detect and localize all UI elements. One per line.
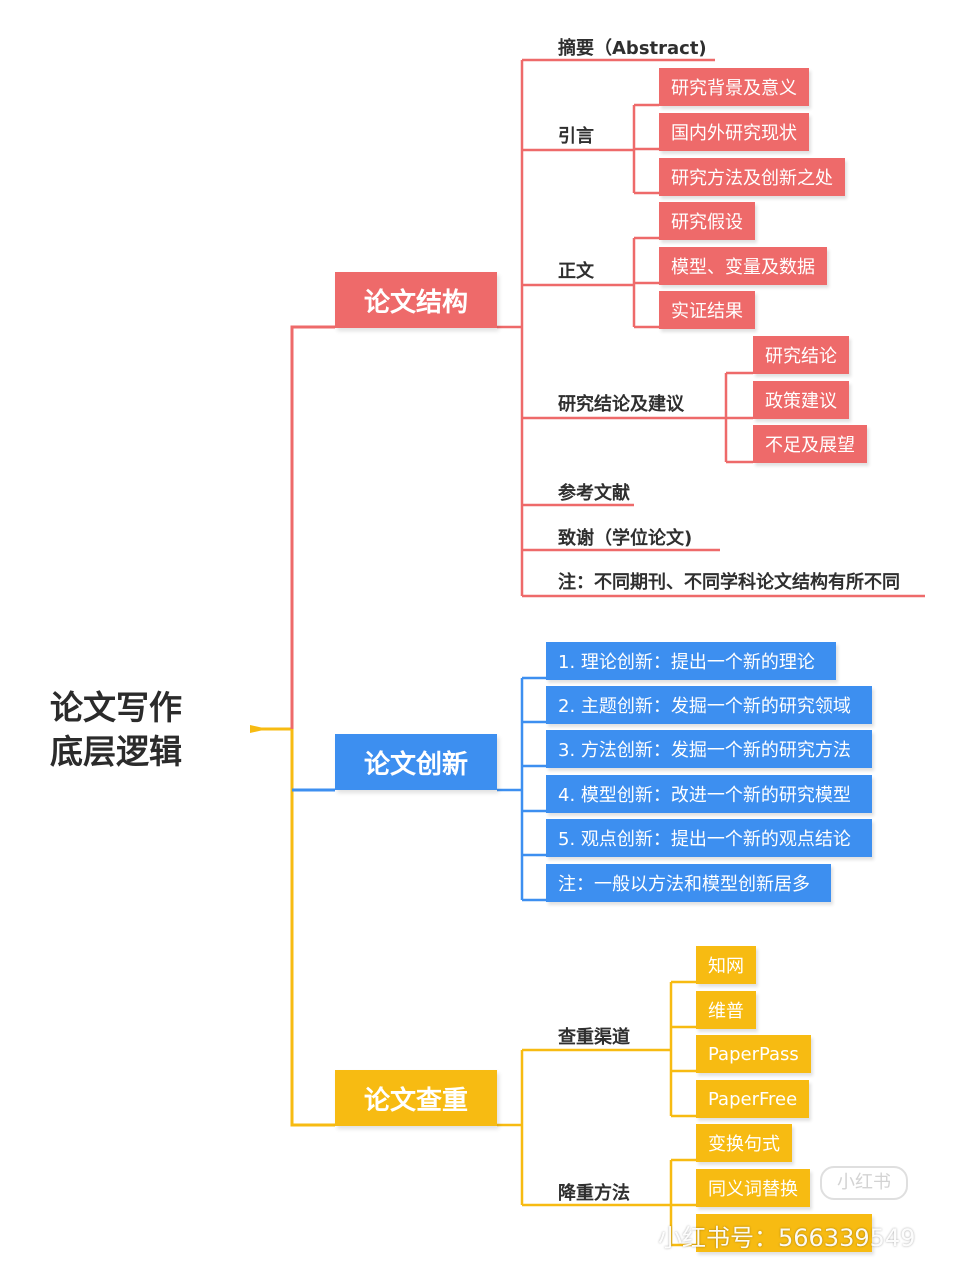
- structure-note: 注：不同期刊、不同学科论文结构有所不同: [558, 572, 900, 593]
- channel-item: 知网: [696, 946, 756, 984]
- innovation-item: 3. 方法创新：发掘一个新的研究方法: [546, 730, 872, 768]
- conclusion-label: 研究结论及建议: [558, 394, 684, 415]
- intro-item: 研究背景及意义: [659, 68, 809, 106]
- channel-item: 维普: [696, 991, 756, 1029]
- conclusion-item: 研究结论: [753, 336, 849, 374]
- abstract-label: 摘要（Abstract): [558, 38, 707, 59]
- root-title-line1: 论文写作: [50, 688, 182, 727]
- innovation-item: 1. 理论创新：提出一个新的理论: [546, 642, 836, 680]
- channel-item: PaperPass: [696, 1035, 811, 1073]
- watermark-text: 小红书号：566339549: [658, 1224, 916, 1252]
- plagiarism-node: 论文查重: [335, 1070, 497, 1126]
- method-item: 同义词替换: [696, 1169, 810, 1207]
- intro-item: 研究方法及创新之处: [659, 158, 845, 196]
- structure-lines: [497, 58, 925, 598]
- body-item: 模型、变量及数据: [659, 247, 827, 285]
- innovation-item: 2. 主题创新：发掘一个新的研究领域: [546, 686, 872, 724]
- acknowledgement-label: 致谢（学位论文): [558, 528, 693, 549]
- watermark-logo: 小红书: [820, 1166, 908, 1200]
- channels-label: 查重渠道: [558, 1027, 630, 1048]
- innovation-node: 论文创新: [335, 734, 497, 790]
- root-title: 论文写作 底层逻辑: [50, 686, 182, 774]
- innovation-item: 4. 模型创新：改进一个新的研究模型: [546, 775, 872, 813]
- root-title-line2: 底层逻辑: [50, 732, 182, 771]
- innovation-item: 5. 观点创新：提出一个新的观点结论: [546, 819, 872, 857]
- innovation-note: 注：一般以方法和模型创新居多: [546, 864, 831, 902]
- references-label: 参考文献: [558, 483, 630, 504]
- conclusion-item: 不足及展望: [753, 425, 867, 463]
- root-trunk: [252, 325, 335, 1127]
- method-item: [696, 1214, 872, 1252]
- body-label: 正文: [558, 261, 594, 282]
- methods-label: 降重方法: [558, 1183, 630, 1204]
- plagiarism-lines: [497, 980, 696, 1247]
- structure-node: 论文结构: [335, 272, 497, 328]
- body-item: 研究假设: [659, 202, 755, 240]
- body-item: 实证结果: [659, 291, 755, 329]
- conclusion-item: 政策建议: [753, 381, 849, 419]
- intro-label: 引言: [558, 126, 594, 147]
- intro-item: 国内外研究现状: [659, 113, 809, 151]
- method-item: 变换句式: [696, 1124, 792, 1162]
- root-arrow-icon: [250, 725, 268, 733]
- channel-item: PaperFree: [696, 1080, 810, 1118]
- innovation-lines: [497, 676, 546, 902]
